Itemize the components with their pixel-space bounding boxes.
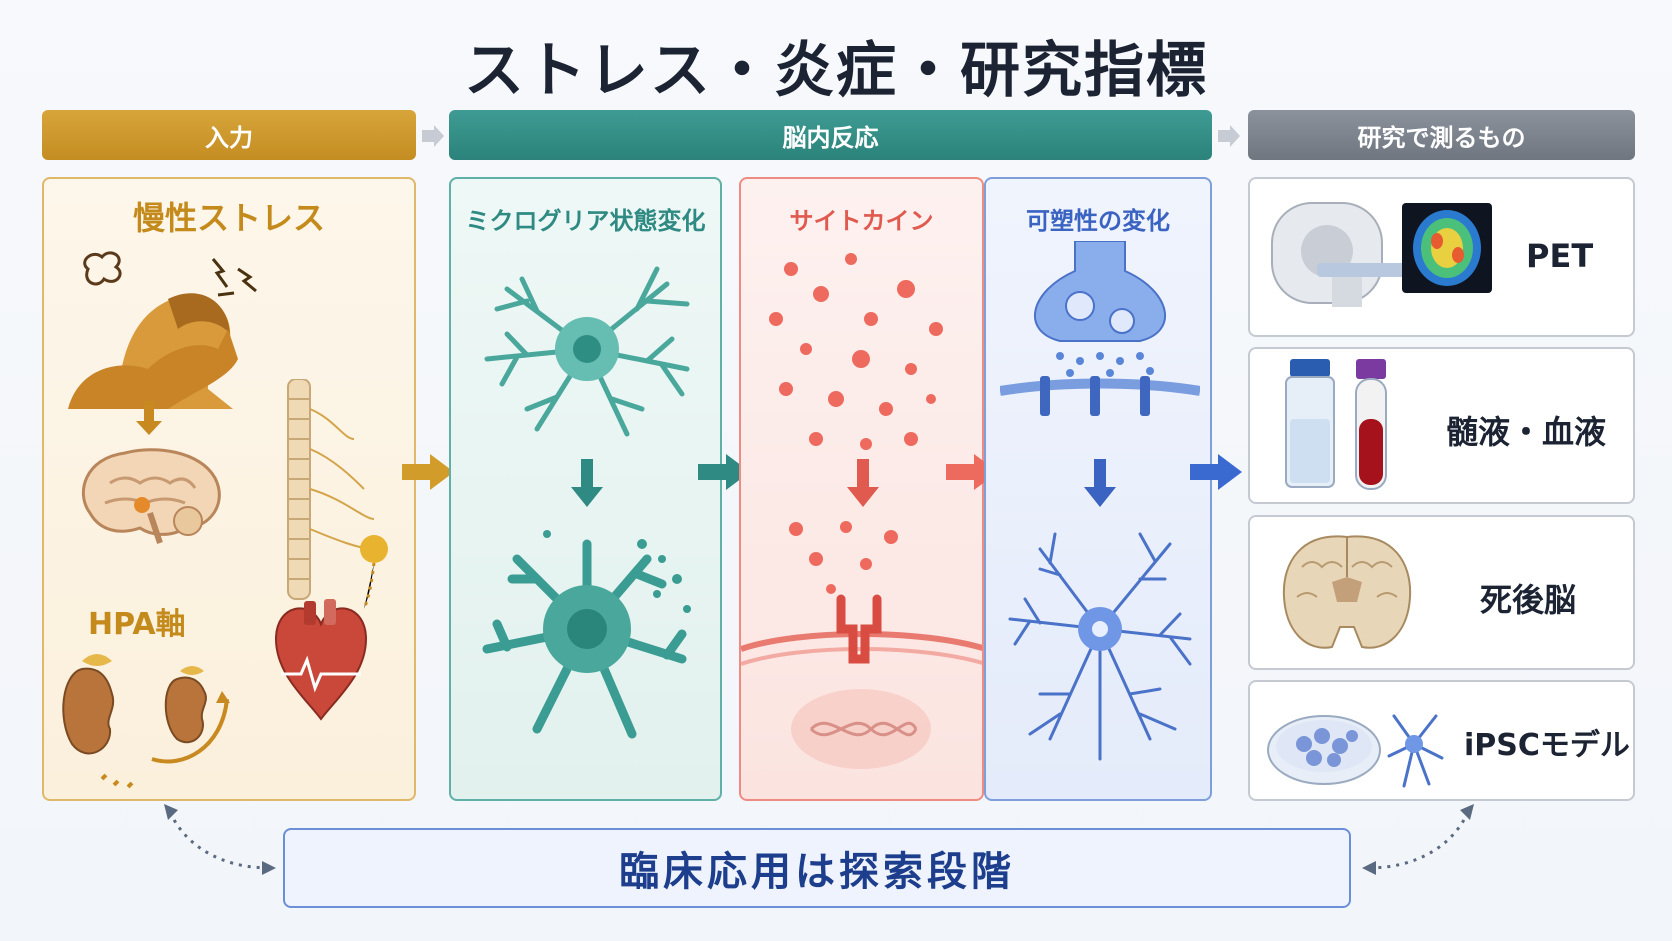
brain-icon: [81, 448, 221, 544]
measure-pet: PET: [1248, 177, 1635, 337]
petri-dish-icon: [1267, 714, 1444, 788]
measure-label-ipsc-model: iPSCモデル: [1464, 728, 1630, 763]
brain-section-icon: [1282, 535, 1412, 649]
down-arrow-icon: [1084, 459, 1116, 507]
band-arrow-icon: [1218, 125, 1240, 147]
cytokine-particles-icon: [769, 253, 943, 450]
stressed-person-icon: [68, 251, 257, 409]
dotted-arrow-right-icon: [1362, 804, 1474, 875]
panel-plasticity: 可塑性の変化: [984, 177, 1212, 801]
flow-arrow-icon: [698, 454, 750, 490]
receptor-icon: [741, 521, 982, 769]
measure-postmortem-brain: 死後脳: [1248, 515, 1635, 670]
band-input: 入力: [42, 110, 416, 160]
panel-cytokine: サイトカイン: [739, 177, 984, 801]
panel-chronic-stress: 慢性ストレス HPA軸: [42, 177, 416, 801]
pet-scanner-icon: [1271, 202, 1492, 307]
measure-label-postmortem-brain: 死後脳: [1480, 581, 1577, 619]
panel-title-chronic-stress: 慢性ストレス: [132, 199, 325, 237]
synapse-icon: [1000, 241, 1200, 416]
measure-csf-blood: 髄液・血液: [1248, 347, 1635, 504]
measure-label-csf-blood: 髄液・血液: [1446, 413, 1607, 451]
kidney-icon: [62, 654, 230, 789]
band-measurements: 研究で測るもの: [1248, 110, 1635, 160]
clinical-application-banner: 臨床応用は探索段階: [283, 828, 1351, 908]
resting-microglia-icon: [484, 266, 690, 437]
flow-arrow-icon: [402, 454, 454, 490]
measure-label-pet: PET: [1526, 237, 1594, 275]
band-arrow-icon: [422, 125, 444, 147]
panel-title-plasticity: 可塑性の変化: [1026, 207, 1170, 235]
panel-title-cytokine: サイトカイン: [789, 207, 934, 235]
hpa-axis-label: HPA軸: [88, 607, 186, 642]
flow-arrow-icon: [1190, 454, 1242, 490]
panel-title-microglia: ミクログリア状態変化: [465, 207, 706, 235]
measure-ipsc-model: iPSCモデル: [1248, 680, 1635, 801]
panel-microglia: ミクログリア状態変化: [449, 177, 722, 801]
spine-nerve-icon: [287, 379, 388, 610]
heart-icon: [274, 599, 368, 721]
down-arrow-icon: [847, 459, 879, 507]
vials-icon: [1285, 359, 1387, 490]
band-brain-response: 脳内反応: [449, 110, 1212, 160]
down-arrow-icon: [136, 401, 162, 435]
dotted-arrow-left-icon: [164, 804, 276, 875]
neuron-icon: [1008, 532, 1192, 761]
page-title: ストレス・炎症・研究指標: [464, 36, 1208, 106]
activated-microglia-icon: [482, 530, 691, 739]
down-arrow-icon: [571, 459, 603, 507]
